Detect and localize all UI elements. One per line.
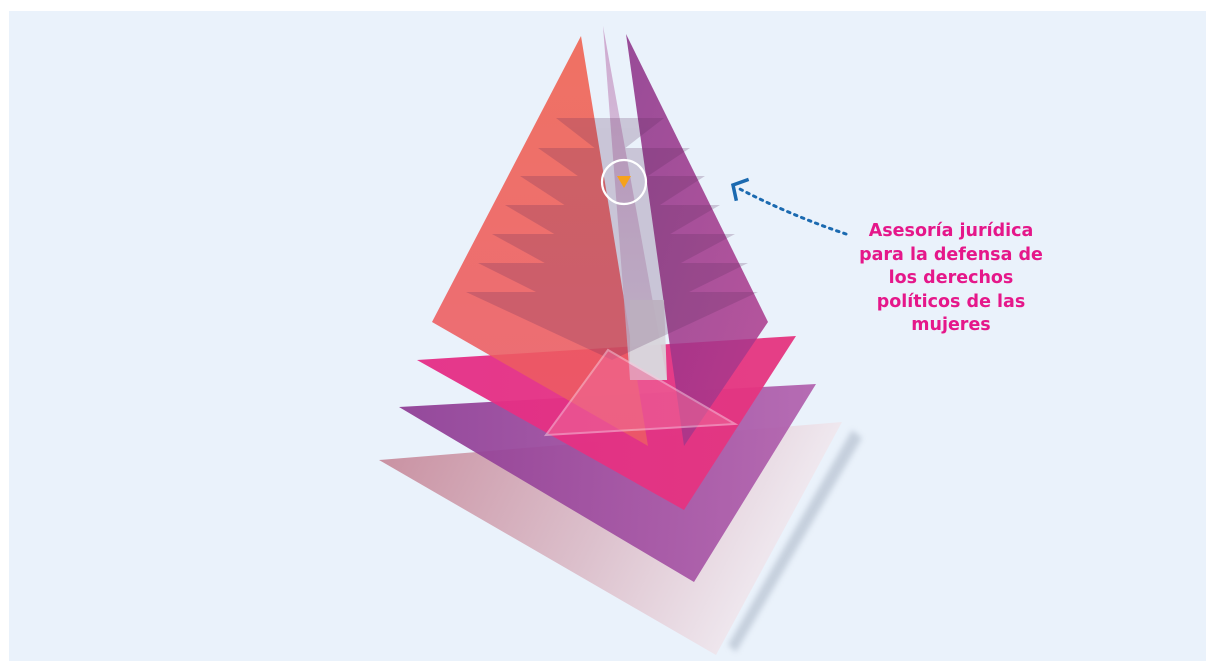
pyramid-spine: [603, 26, 667, 380]
bottom-layer-shadow: [728, 430, 862, 652]
marker-circle[interactable]: [600, 158, 648, 206]
arrow-head-icon: [730, 177, 750, 202]
pyramid-bands: [466, 118, 758, 360]
pyramid-spine-light: [630, 300, 667, 380]
callout-label: Asesoría jurídica para la defensa de los…: [859, 221, 1043, 335]
inner-triangle-outline: [543, 348, 739, 437]
callout-arrow: [736, 186, 848, 236]
pyramid-face-left: [432, 36, 648, 446]
pyramid-face-right: [626, 34, 768, 446]
triangle-down-icon: [617, 176, 631, 188]
